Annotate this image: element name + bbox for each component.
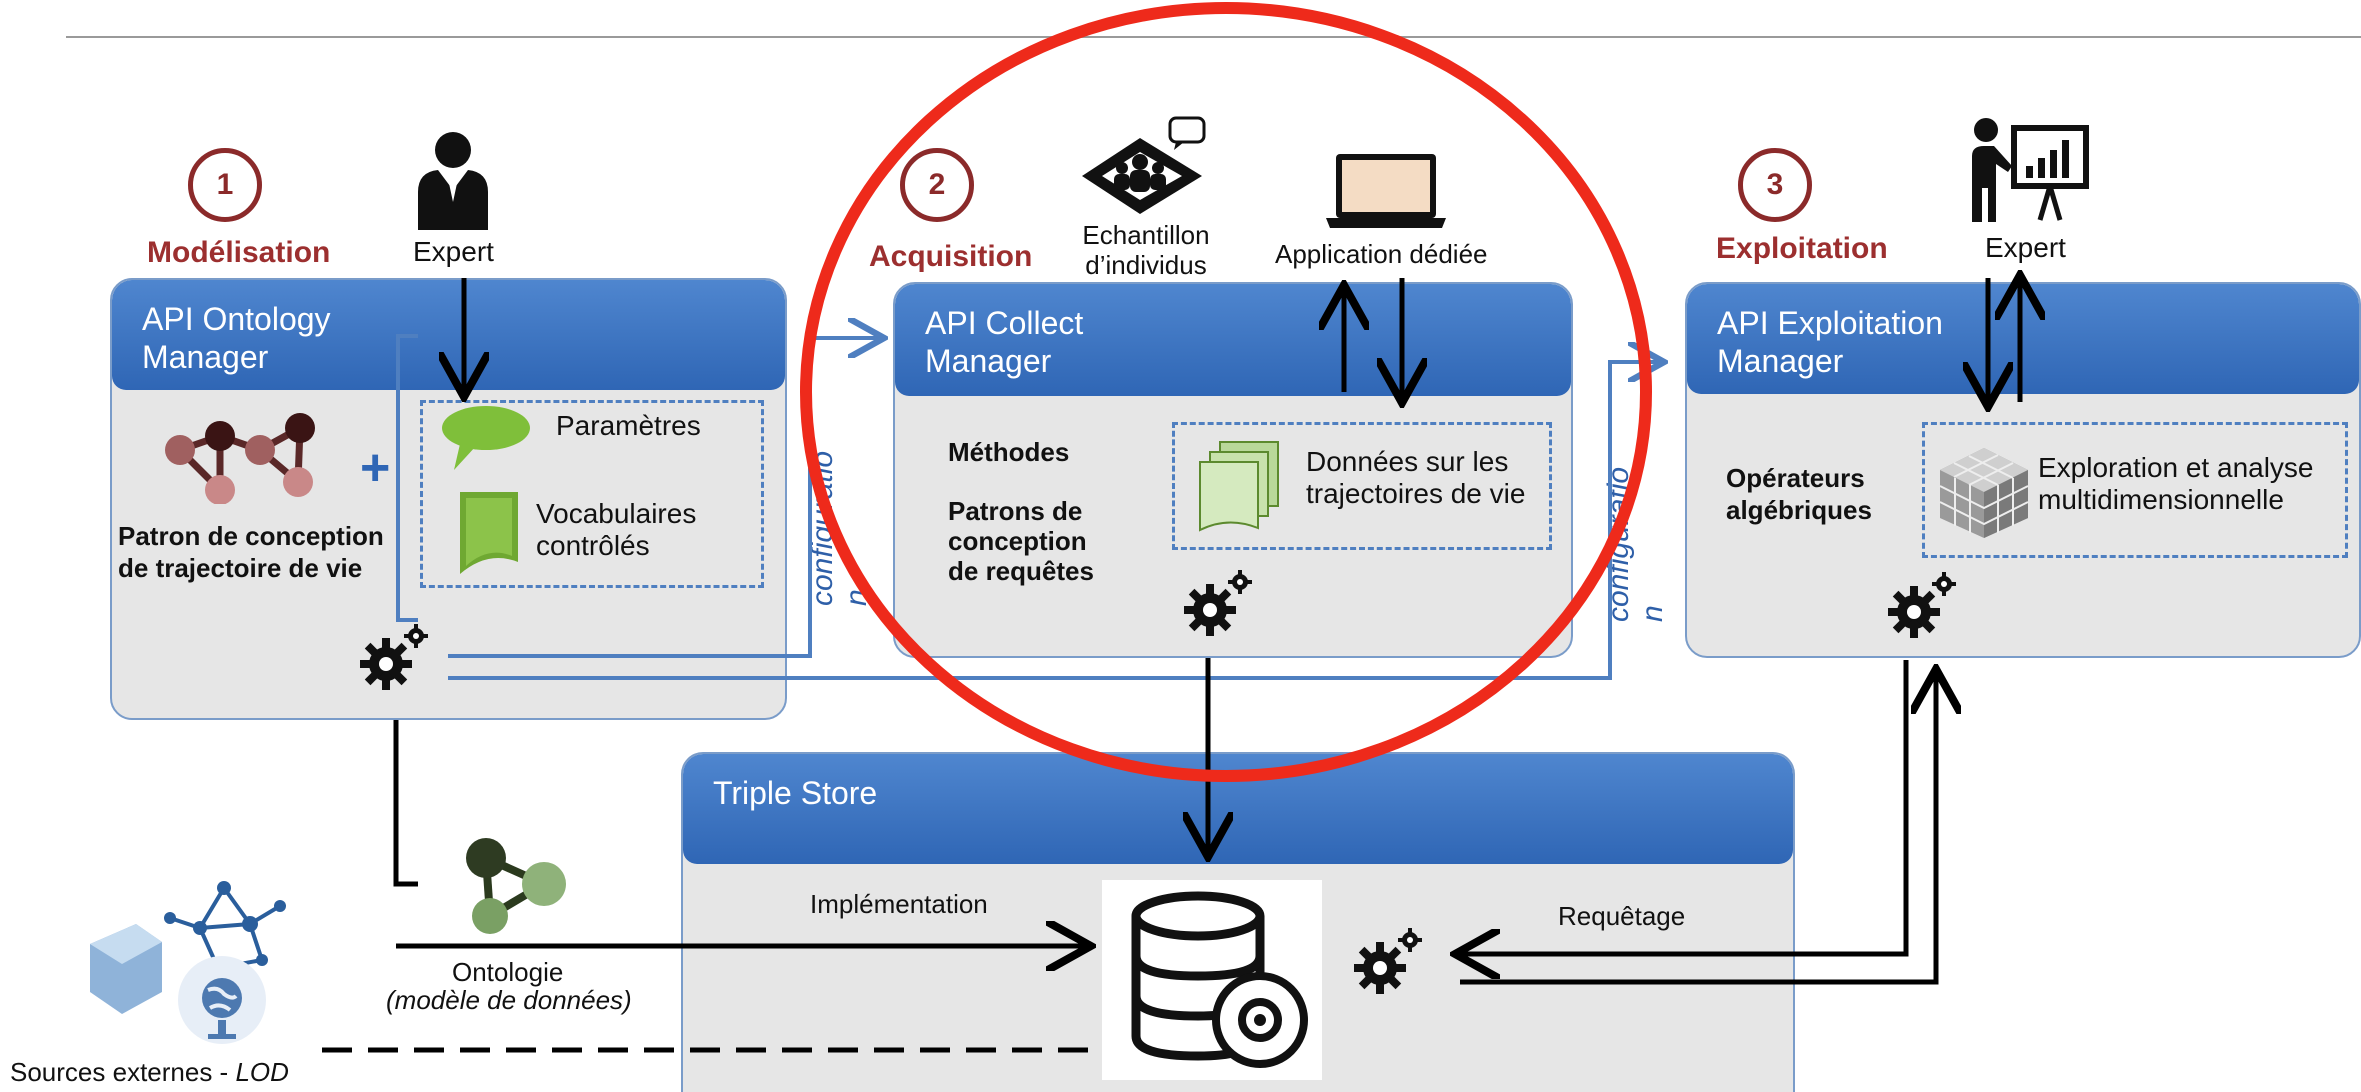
collect-manager-title: API Collect Manager bbox=[895, 284, 1571, 396]
presenter-chart-icon bbox=[1972, 118, 2089, 222]
step-3-label: Exploitation bbox=[1716, 232, 1888, 265]
exploitation-manager-panel: API Exploitation Manager bbox=[1685, 282, 2361, 658]
ontology-molecule-icon bbox=[466, 838, 566, 934]
gear-icon bbox=[360, 624, 428, 690]
triple-store-title: Triple Store bbox=[683, 754, 1793, 864]
config-right-label: configuratio n bbox=[1602, 466, 1669, 622]
document-green-icon bbox=[460, 492, 518, 574]
external-sources-label: Sources externes - LOD bbox=[10, 1056, 289, 1088]
ontology-manager-title: API Ontology Manager bbox=[112, 280, 785, 390]
exploration-box bbox=[1922, 422, 2348, 558]
pattern-label: Patron de conception de trajectoire de v… bbox=[118, 521, 384, 583]
lod-network-icon bbox=[90, 881, 286, 1044]
step-2-label: Acquisition bbox=[869, 240, 1033, 273]
documents-stack-icon bbox=[1199, 441, 1279, 532]
gear-icon bbox=[1184, 570, 1252, 636]
query-patterns-label: Patrons de conception de requêtes bbox=[948, 496, 1094, 586]
speech-cloud-icon bbox=[442, 406, 530, 470]
step-1-label: Modélisation bbox=[147, 236, 331, 269]
gear-icon bbox=[1888, 572, 1956, 638]
expert-left-label: Expert bbox=[413, 236, 494, 267]
ontology-plus: + bbox=[360, 439, 391, 497]
exploitation-manager-title: API Exploitation Manager bbox=[1687, 284, 2359, 394]
expert-person-icon bbox=[418, 132, 488, 230]
ontology-model-label: (modèle de données) bbox=[386, 985, 632, 1015]
config-left-label: configuratio n bbox=[806, 450, 873, 606]
step-1-circle: 1 bbox=[188, 148, 262, 222]
ontology-label: Ontologie bbox=[452, 957, 564, 987]
top-rule bbox=[66, 36, 2361, 38]
sample-label: Echantillon d’individus bbox=[1082, 220, 1210, 280]
implementation-label: Implémentation bbox=[810, 889, 988, 919]
exploration-label: Exploration et analyse multidimensionnel… bbox=[2038, 452, 2314, 515]
gear-icon bbox=[1354, 928, 1422, 994]
algebraic-operators-label: Opérateurs algébriques bbox=[1726, 463, 1872, 525]
expert-right-label: Expert bbox=[1985, 232, 2066, 263]
methods-label: Méthodes bbox=[948, 437, 1070, 467]
database-gear-icon bbox=[1131, 891, 1308, 1068]
params-label: Paramètres bbox=[556, 410, 701, 441]
external-sources-prefix: Sources externes - bbox=[10, 1057, 236, 1087]
laptop-icon bbox=[1326, 154, 1446, 228]
step-2-circle: 2 bbox=[900, 148, 974, 222]
olap-cube-icon bbox=[1939, 448, 2029, 538]
app-label: Application dédiée bbox=[1275, 239, 1488, 269]
vocab-label: Vocabulaires contrôlés bbox=[536, 498, 697, 561]
step-3-circle: 3 bbox=[1738, 148, 1812, 222]
molecule-pattern-icon bbox=[165, 413, 315, 504]
lod-label: LOD bbox=[235, 1057, 289, 1087]
group-people-icon bbox=[1082, 116, 1206, 214]
life-trajectories-data-label: Données sur les trajectoires de vie bbox=[1306, 446, 1526, 509]
query-label: Requêtage bbox=[1558, 901, 1686, 931]
